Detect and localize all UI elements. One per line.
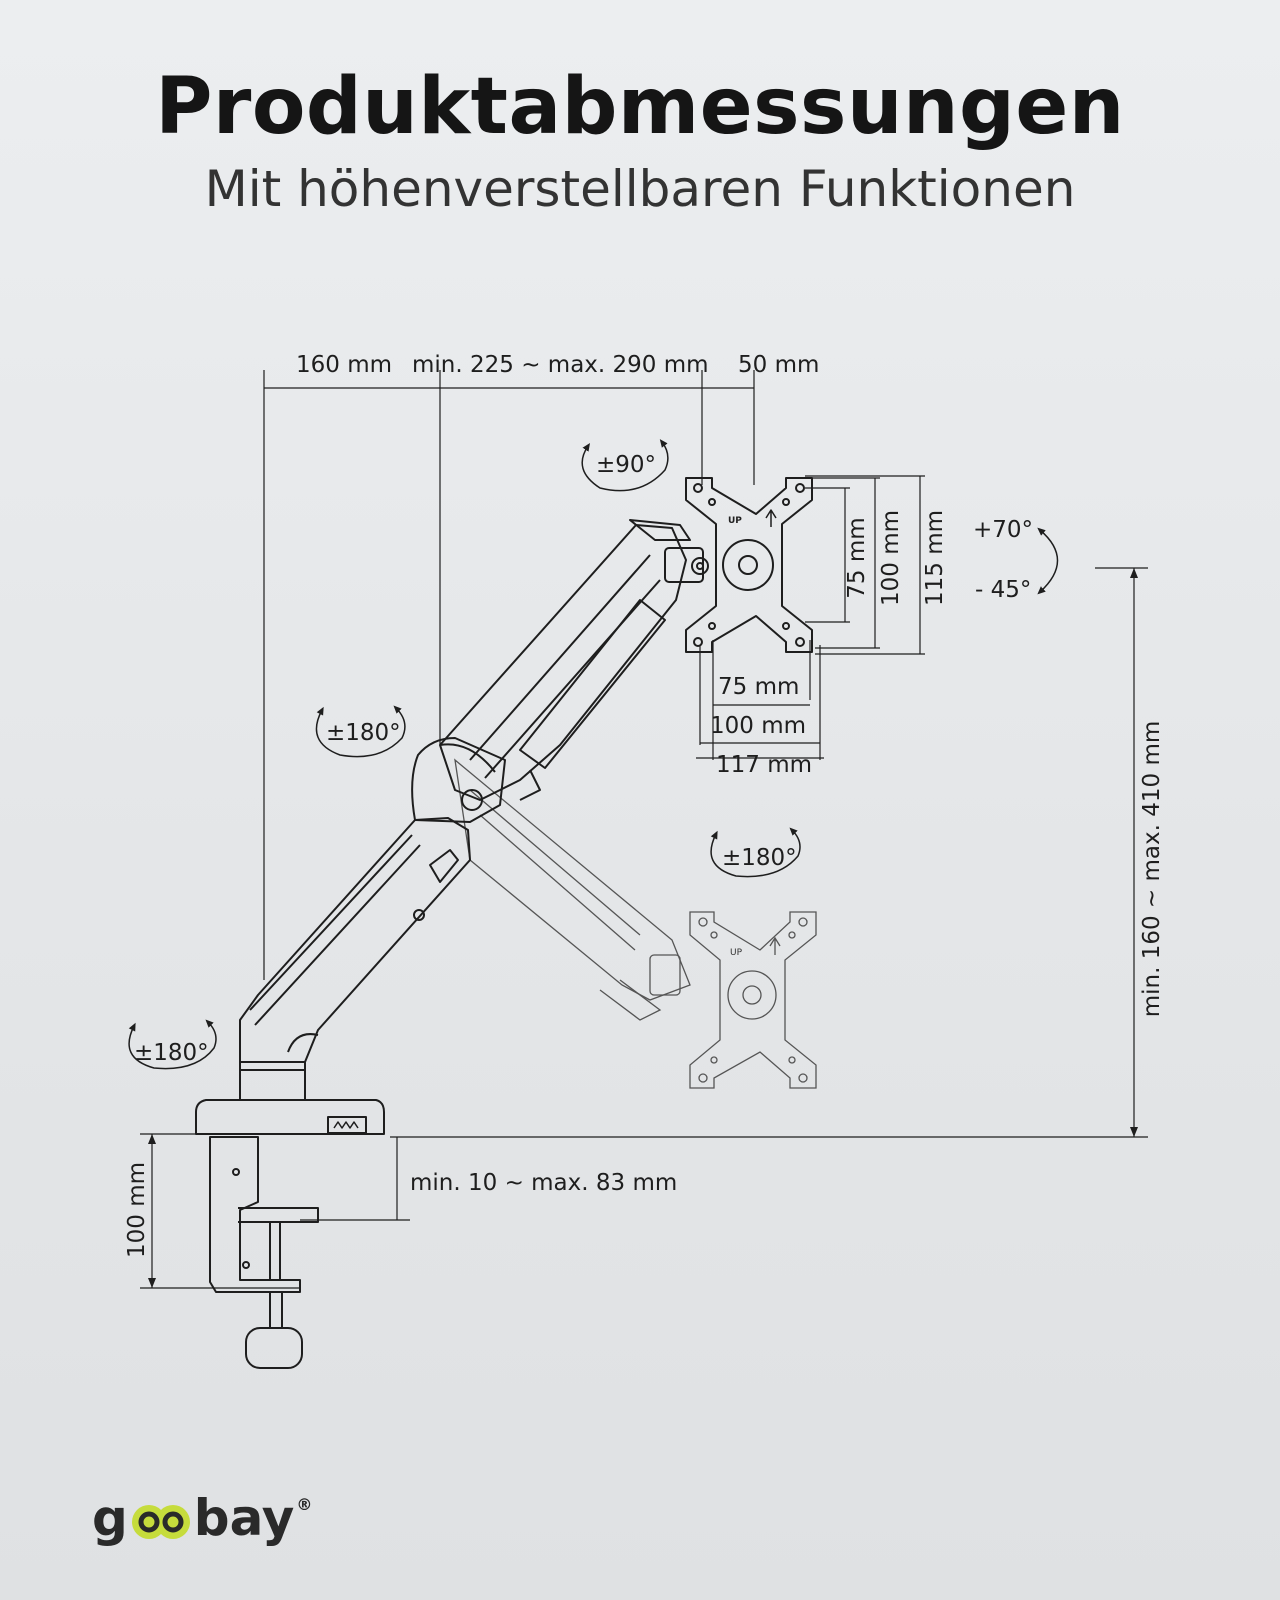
arm-main: UP <box>195 477 813 1369</box>
dim-top-plate-offset: 50 mm <box>738 352 820 378</box>
arc-base <box>128 1019 217 1070</box>
logo-registered-mark: ® <box>296 1494 313 1514</box>
rotation-plate-label: ±90° <box>596 452 657 478</box>
arm-lower-position: UP <box>454 758 817 1089</box>
dim-clamp-thickness: min. 10 ~ max. 83 mm <box>410 1170 678 1196</box>
rotation-head-label: ±180° <box>722 845 797 871</box>
dimension-arrowheads <box>148 568 1138 1288</box>
dim-vesa-vertical-small: 75 mm <box>844 517 870 599</box>
dim-vesa-vertical-large: 100 mm <box>878 509 904 607</box>
dim-vesa-horizontal-large: 100 mm <box>710 713 807 739</box>
rotation-tilt-down-label: - 45° <box>975 577 1032 603</box>
elbow-joint <box>411 737 506 823</box>
base-plate <box>195 1099 385 1135</box>
dimension-lines <box>140 370 1148 1289</box>
dim-plate-height: 115 mm <box>922 509 948 607</box>
upper-arm-segment <box>439 524 687 801</box>
dim-height-range: min. 160 ~ max. 410 mm <box>1139 720 1165 1018</box>
logo-text-left: g <box>92 1489 128 1547</box>
rotation-tilt-up-label: +70° <box>973 517 1034 543</box>
goobay-logo: g bay ® <box>92 1488 312 1548</box>
dim-top-base-offset: 160 mm <box>296 352 393 378</box>
clamp-knob <box>245 1327 303 1369</box>
upper-plate-up-text: UP <box>728 516 742 526</box>
page-subtitle: Mit höhenverstellbaren Funktionen <box>204 160 1076 218</box>
dim-clamp-depth: 100 mm <box>124 1161 150 1258</box>
rotation-upper-joint-label: ±180° <box>326 720 401 746</box>
dim-vesa-horizontal-small: 75 mm <box>718 674 800 700</box>
arc-tilt <box>1037 527 1059 595</box>
arc-plate-rotation <box>581 439 669 492</box>
dim-plate-width: 117 mm <box>716 752 813 778</box>
logo-oo-mark <box>129 1496 193 1540</box>
arc-upper-joint <box>315 705 406 758</box>
lower-plate-up-text: UP <box>730 948 743 958</box>
rotation-base-label: ±180° <box>134 1040 209 1066</box>
page-title: Produktabmessungen <box>155 62 1125 152</box>
logo-text-right: bay <box>193 1489 295 1547</box>
dim-top-arm-reach: min. 225 ~ max. 290 mm <box>412 352 709 378</box>
upper-vesa-plate <box>685 477 813 653</box>
lower-vesa-plate <box>689 911 817 1089</box>
desk-clamp <box>209 1136 301 1293</box>
lower-arm-segment <box>239 817 471 1063</box>
arc-head <box>710 827 801 878</box>
rotation-arcs <box>128 439 1059 1070</box>
base-column <box>239 1061 306 1101</box>
